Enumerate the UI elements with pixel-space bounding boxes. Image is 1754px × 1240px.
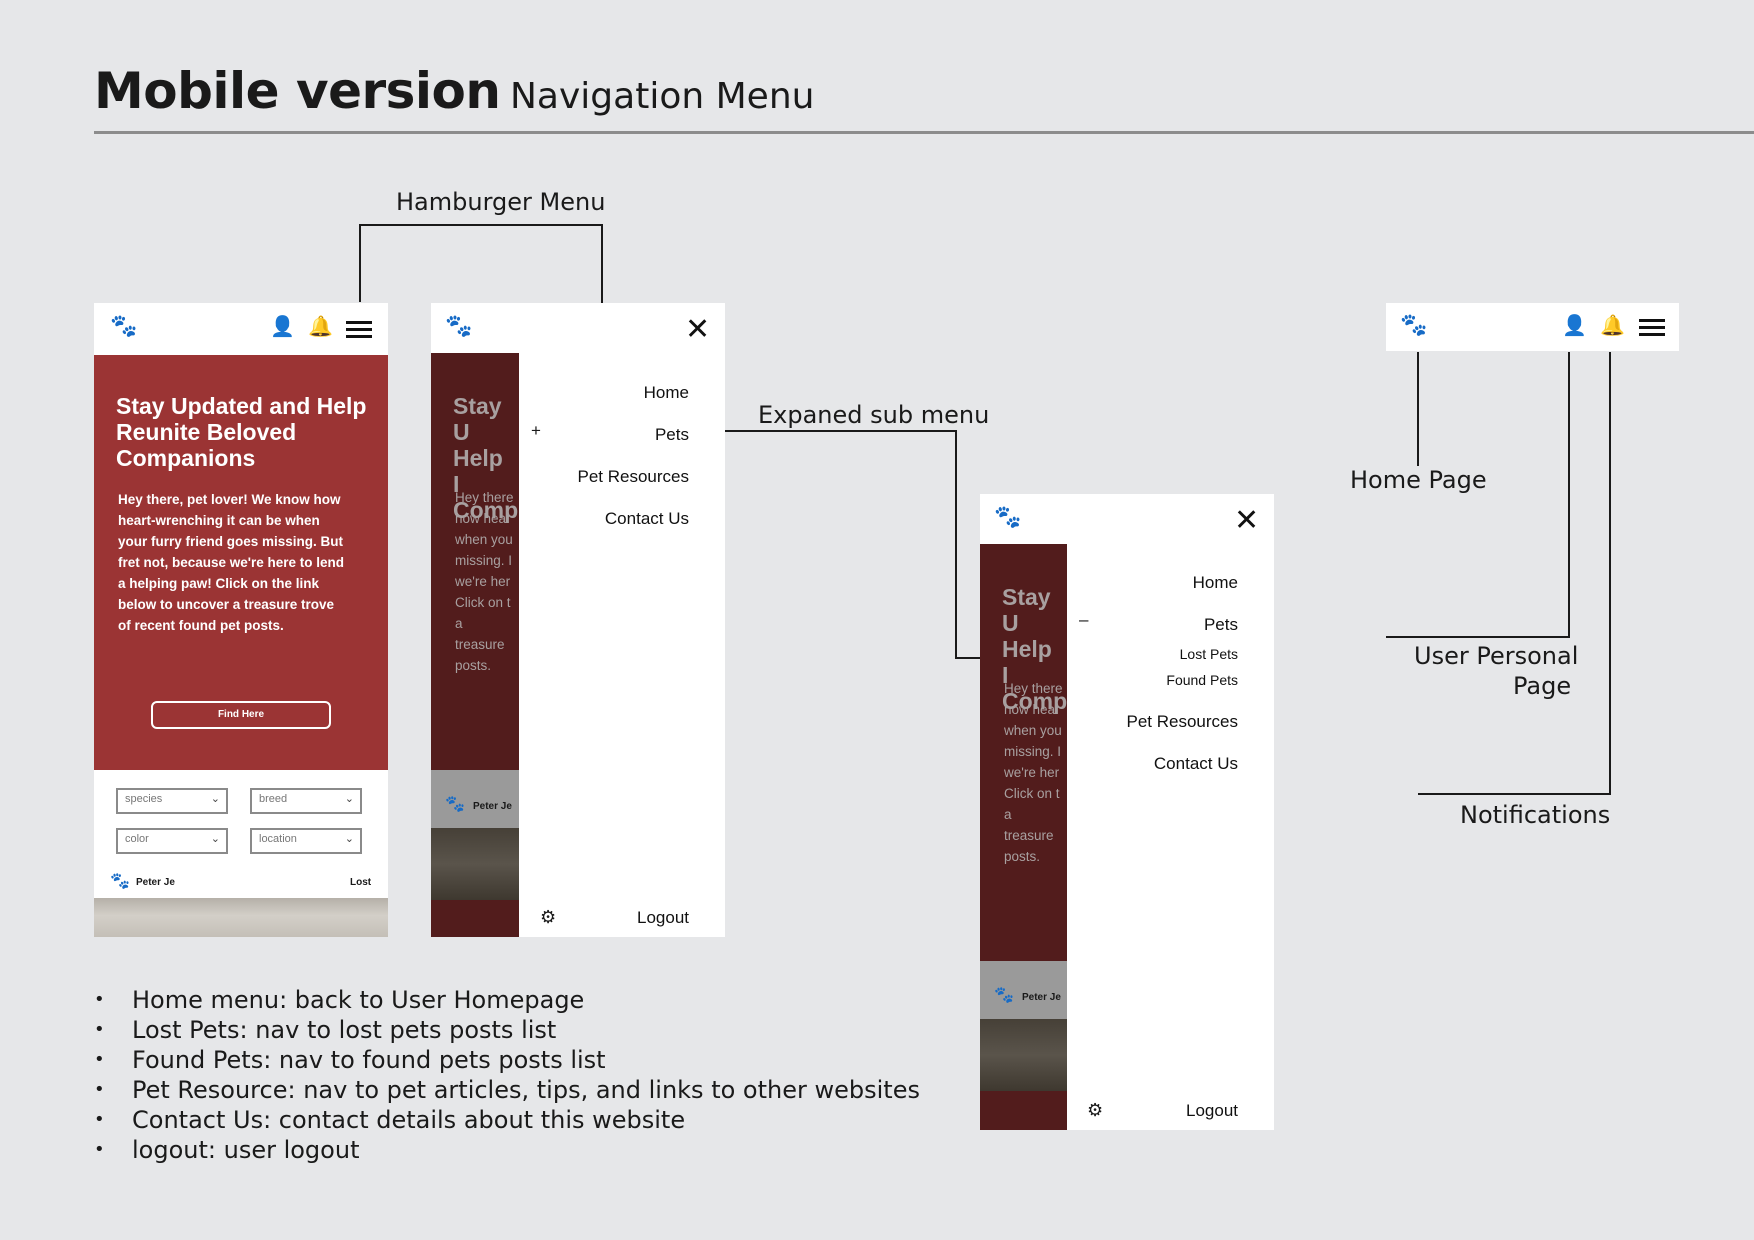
- close-icon[interactable]: ✕: [1234, 504, 1260, 537]
- gear-icon[interactable]: ⚙: [1087, 1100, 1104, 1120]
- find-here-button[interactable]: Find Here: [151, 701, 331, 729]
- menu-item-pet-resources[interactable]: Pet Resources: [1126, 712, 1239, 731]
- select-value: color: [125, 833, 149, 845]
- connector-line: [1609, 352, 1611, 795]
- footer-dimmed: [980, 1091, 1067, 1130]
- paw-logo-icon[interactable]: 🐾: [110, 313, 138, 338]
- paw-avatar-icon: 🐾: [445, 796, 465, 813]
- chevron-down-icon: ⌄: [344, 833, 354, 845]
- submenu-item-found-pets[interactable]: Found Pets: [1166, 672, 1238, 688]
- top-bar: 🐾: [431, 303, 725, 355]
- top-bar-detail: 🐾 👤 🔔: [1386, 303, 1679, 351]
- post-author: Peter Je: [473, 801, 512, 812]
- hero-text: Hey there how hear when you missing. I w…: [455, 490, 514, 673]
- connector-line: [1568, 352, 1570, 638]
- hamburger-menu-icon[interactable]: [1639, 319, 1665, 337]
- connector-line: [1386, 636, 1570, 638]
- chevron-down-icon: ⌄: [210, 793, 220, 805]
- user-icon[interactable]: 👤: [270, 316, 295, 338]
- connector-line: [601, 224, 603, 320]
- hamburger-menu-label: Hamburger Menu: [396, 188, 606, 216]
- bell-icon[interactable]: 🔔: [308, 316, 333, 338]
- connector-line: [708, 430, 957, 432]
- top-bar: 🐾: [980, 494, 1274, 546]
- nav-drawer: Home + Pets Pet Resources Contact Us ⚙ L…: [519, 353, 725, 937]
- menu-item-home[interactable]: Home: [643, 383, 689, 402]
- mobile-submenu-expanded-screen: 🐾 Stay U Help I Comp Hey there how hear …: [980, 494, 1274, 1130]
- post-author: Peter Je: [1022, 992, 1061, 1003]
- menu-item-pet-resources[interactable]: Pet Resources: [577, 467, 690, 486]
- post-status: Lost: [350, 877, 372, 888]
- expanded-submenu-label: Expaned sub menu: [758, 401, 990, 429]
- user-personal-page-label-2: Page: [1513, 672, 1572, 700]
- menu-item-home[interactable]: Home: [1192, 573, 1238, 592]
- note-item: Pet Resource: nav to pet articles, tips,…: [94, 1075, 920, 1105]
- connector-line: [359, 224, 361, 302]
- connector-line: [955, 430, 957, 659]
- menu-item-contact-us[interactable]: Contact Us: [1153, 754, 1238, 773]
- select-value: species: [125, 793, 163, 805]
- hero-text: Hey there, pet lover! We know how heart-…: [118, 492, 345, 633]
- paw-logo-icon[interactable]: 🐾: [1400, 312, 1428, 337]
- post-card-dimmed: 🐾 Peter Je: [431, 770, 519, 828]
- hero-banner-dimmed: Stay U Help I Comp Hey there how hear wh…: [980, 544, 1067, 961]
- mobile-menu-open-screen: 🐾 Stay U Help I Comp Hey there how hear …: [431, 303, 725, 937]
- hero-text: Hey there how hear when you missing. I w…: [1004, 681, 1063, 864]
- note-item: Lost Pets: nav to lost pets posts list: [94, 1015, 920, 1045]
- note-item: Home menu: back to User Homepage: [94, 985, 920, 1015]
- top-bar: 🐾 👤 🔔: [94, 303, 388, 355]
- notifications-label: Notifications: [1460, 801, 1611, 829]
- menu-item-pets[interactable]: Pets: [1203, 615, 1238, 634]
- nav-drawer: Home – Pets Lost Pets Found Pets Pet Res…: [1067, 544, 1274, 1130]
- breed-select[interactable]: breed ⌄: [250, 788, 362, 814]
- chevron-down-icon: ⌄: [344, 793, 354, 805]
- pet-photo[interactable]: [94, 898, 388, 937]
- paw-logo-icon[interactable]: 🐾: [994, 504, 1022, 529]
- submenu-item-lost-pets[interactable]: Lost Pets: [1179, 646, 1238, 662]
- connector-line: [359, 224, 603, 226]
- hero-title: Stay U Help I Comp: [453, 393, 519, 523]
- header-divider: [94, 131, 1754, 134]
- menu-item-contact-us[interactable]: Contact Us: [604, 509, 689, 528]
- pet-photo: [980, 1019, 1067, 1091]
- hero-banner: Stay Updated and Help Reunite Beloved Co…: [94, 355, 388, 770]
- logout-button[interactable]: Logout: [1186, 1101, 1238, 1120]
- paw-logo-icon[interactable]: 🐾: [445, 313, 473, 338]
- notes-list: Home menu: back to User Homepage Lost Pe…: [94, 985, 920, 1165]
- hero-banner-dimmed: Stay U Help I Comp Hey there how hear wh…: [431, 353, 519, 770]
- location-select[interactable]: location ⌄: [250, 828, 362, 854]
- post-card-dimmed: 🐾 Peter Je: [980, 961, 1067, 1019]
- menu-item-pets[interactable]: Pets: [654, 425, 689, 444]
- gear-icon[interactable]: ⚙: [540, 907, 557, 927]
- note-item: logout: user logout: [94, 1135, 920, 1165]
- hero-title: Stay U Help I Comp: [1002, 584, 1068, 714]
- bell-icon[interactable]: 🔔: [1600, 315, 1625, 337]
- chevron-down-icon: ⌄: [210, 833, 220, 845]
- connector-line: [1418, 793, 1611, 795]
- footer-dimmed: [431, 900, 519, 937]
- post-author: Peter Je: [136, 877, 175, 888]
- page-subtitle: Navigation Menu: [510, 76, 815, 117]
- pet-photo: [431, 828, 519, 900]
- select-value: breed: [259, 793, 288, 805]
- home-page-label: Home Page: [1350, 466, 1487, 494]
- mobile-home-screen: 🐾 👤 🔔 Stay Updated and Help Reunite Belo…: [94, 303, 388, 937]
- color-select[interactable]: color ⌄: [116, 828, 228, 854]
- logout-button[interactable]: Logout: [637, 908, 689, 927]
- paw-avatar-icon: 🐾: [110, 873, 130, 890]
- expand-pets-toggle[interactable]: +: [531, 421, 541, 440]
- note-item: Found Pets: nav to found pets posts list: [94, 1045, 920, 1075]
- collapse-pets-toggle[interactable]: –: [1079, 610, 1089, 629]
- paw-avatar-icon: 🐾: [994, 987, 1014, 1004]
- note-item: Contact Us: contact details about this w…: [94, 1105, 920, 1135]
- connector-line: [1417, 352, 1419, 466]
- page-title: Mobile version: [94, 62, 501, 120]
- select-value: location: [259, 833, 297, 845]
- user-personal-page-label: User Personal: [1414, 642, 1579, 670]
- close-icon[interactable]: ✕: [685, 313, 711, 346]
- hero-title: Stay Updated and Help Reunite Beloved Co…: [116, 393, 367, 471]
- user-icon[interactable]: 👤: [1562, 315, 1587, 337]
- hamburger-menu-icon[interactable]: [346, 321, 372, 339]
- species-select[interactable]: species ⌄: [116, 788, 228, 814]
